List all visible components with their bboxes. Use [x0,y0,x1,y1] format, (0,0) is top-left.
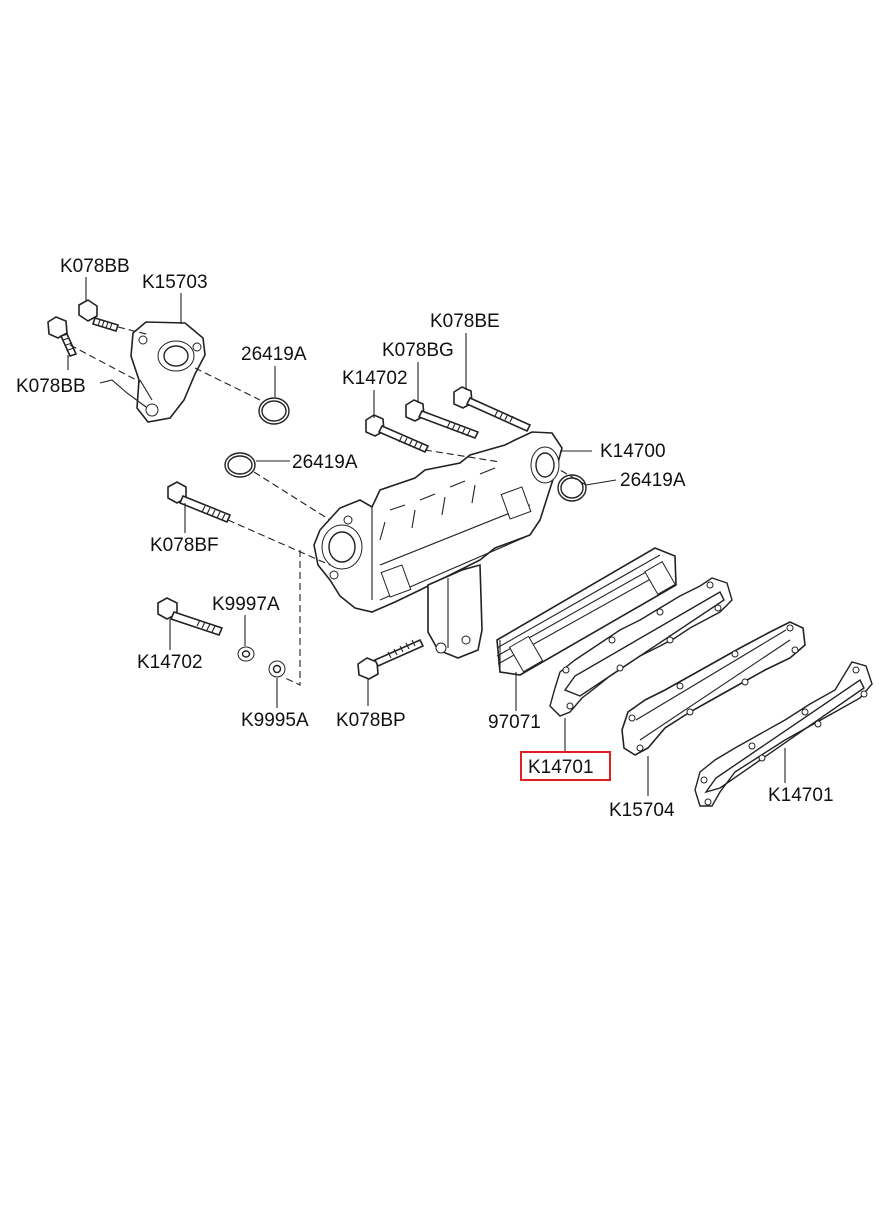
oring-26419a-right [557,474,587,502]
label-k078bp: K078BP [336,710,406,731]
leader-lines [67,277,786,796]
bolt-k078bb-top [78,299,120,332]
label-k078bb-left: K078BB [16,376,86,397]
label-k14702-bottom: K14702 [137,652,203,673]
washer-k9997a [237,646,255,662]
cooler-housing [313,431,563,659]
label-26419a-top: 26419A [241,344,307,365]
gasket-k14701-front [549,577,733,717]
bolt-k078be [453,386,532,433]
highlight-box [520,751,611,781]
label-k15703: K15703 [142,272,208,293]
label-k14700: K14700 [600,441,666,462]
cooler-core-97071 [496,547,677,676]
cover-k15704 [621,621,806,756]
bolt-k14702-top [365,414,430,454]
label-k14701-highlighted: K14701 [528,757,594,778]
label-k078be: K078BE [430,311,500,332]
label-k9997a: K9997A [212,594,280,615]
bolt-k078bp [357,638,425,680]
label-k078bb-top: K078BB [60,256,130,277]
label-k078bf: K078BF [150,535,219,556]
label-26419a-mid: 26419A [292,452,358,473]
flange-k15703 [130,321,206,423]
bolt-k078bb-left [47,316,78,357]
bolt-k14702-bottom [157,597,224,636]
label-k14701-right: K14701 [768,785,834,806]
oring-26419a-top [258,397,290,425]
bolt-k078bg [405,399,480,440]
label-k9995a: K9995A [241,710,309,731]
bolt-k078bf [167,481,232,524]
washer-k9995a [268,660,286,678]
label-k078bg: K078BG [382,340,454,361]
label-k14702-top: K14702 [342,368,408,389]
label-26419a-right: 26419A [620,470,686,491]
gasket-k14701-rear [694,661,873,807]
oring-26419a-mid [224,452,256,478]
label-k15704: K15704 [609,800,675,821]
label-97071: 97071 [488,712,541,733]
